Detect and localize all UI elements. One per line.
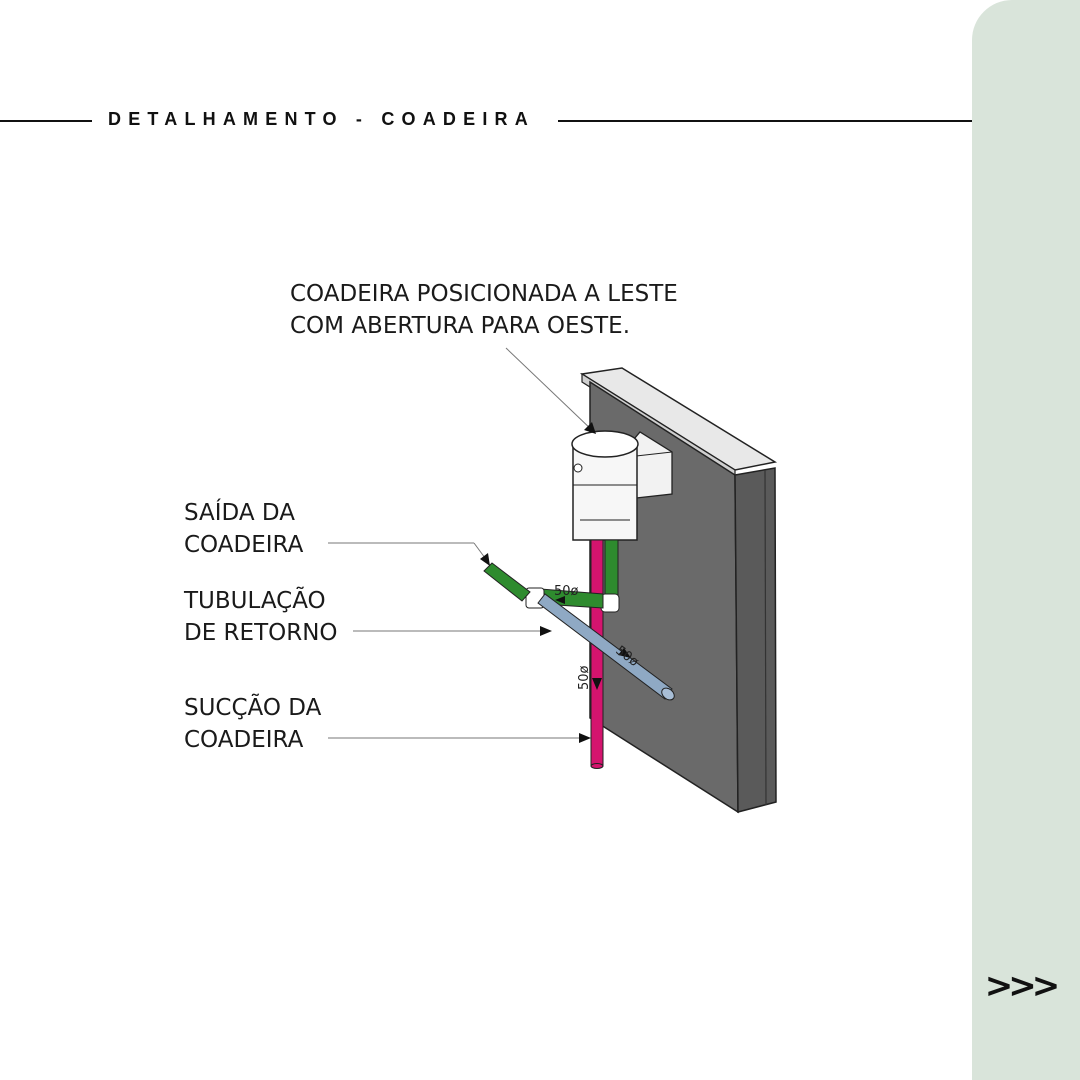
skimmer-screw-icon — [573, 463, 583, 473]
callout-succao-line2: COADEIRA — [184, 727, 304, 753]
leader-top — [505, 347, 595, 433]
side-panel — [972, 0, 1080, 1080]
wall-side — [734, 467, 777, 813]
return-pipe — [537, 593, 673, 700]
elbow-fitting — [600, 593, 620, 613]
callout-top-line1: COADEIRA POSICIONADA A LESTE — [290, 281, 678, 307]
outlet-pipe-diagonal — [483, 562, 531, 602]
skimmer-lid — [571, 430, 639, 458]
header-rule-right — [558, 120, 972, 122]
suction-pipe — [590, 539, 604, 767]
next-arrow-icon[interactable]: >>> — [984, 966, 1060, 1006]
callout-retorno-line2: DE RETORNO — [184, 620, 338, 646]
skimmer-body — [572, 445, 638, 541]
dim-label-suction: 50ø — [577, 665, 592, 690]
callout-top-line2: COM ABERTURA PARA OESTE. — [290, 313, 630, 339]
outlet-pipe-vertical — [604, 539, 619, 603]
coadeira-diagram: 50ø 50ø 50ø COADEIRA POSICIONADA A LESTE… — [183, 281, 778, 814]
callout-retorno-line1: TUBULAÇÃO — [183, 586, 326, 614]
callout-saida-line2: COADEIRA — [184, 532, 304, 558]
callout-succao-line1: SUCÇÃO DA — [184, 693, 322, 721]
dim-label-outlet: 50ø — [554, 584, 579, 599]
page-title: DETALHAMENTO - COADEIRA — [108, 109, 535, 129]
callout-saida-line1: SAÍDA DA — [184, 498, 295, 526]
header-rule-left — [0, 120, 92, 122]
